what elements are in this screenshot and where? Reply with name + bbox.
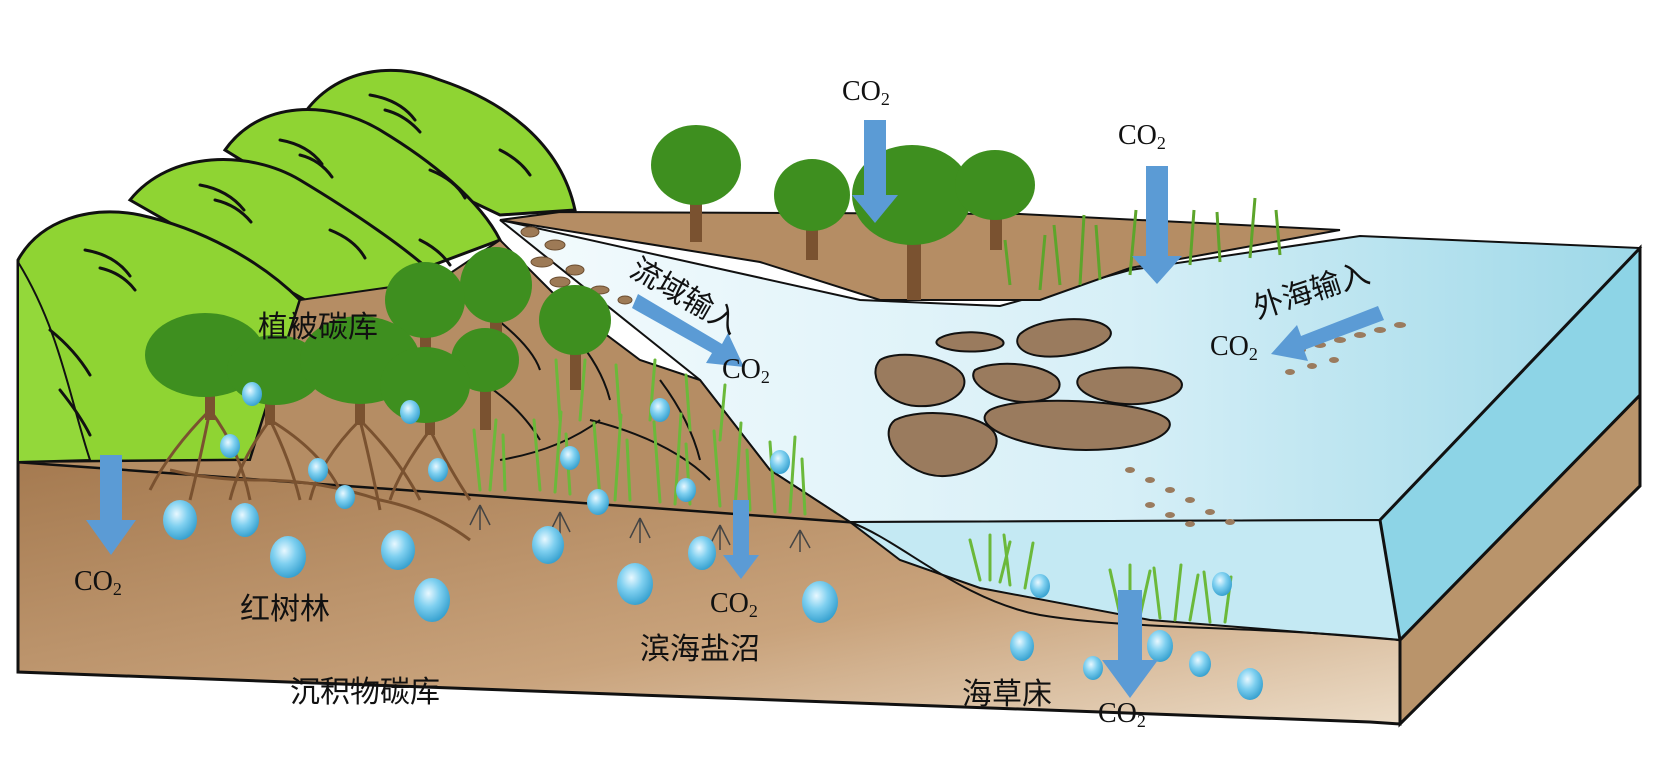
label-salt-marsh: 滨海盐沼 xyxy=(640,632,760,667)
arrow-diagonal-icon xyxy=(632,294,744,367)
ocean-right-face xyxy=(1378,244,1642,644)
arrow-down-icon xyxy=(1132,166,1182,284)
tree xyxy=(955,150,1035,250)
river-pebbles xyxy=(520,226,633,310)
tree xyxy=(651,125,741,242)
arrow-down-icon xyxy=(86,455,136,555)
co2-label-seagrass: CO2 xyxy=(1098,698,1146,731)
co2-label-top-left: CO2 xyxy=(842,76,890,109)
arrow-down-icon xyxy=(723,500,759,579)
salt-marsh-roots xyxy=(469,504,811,552)
co2-label-offshore: CO2 xyxy=(1210,331,1258,364)
mangroves xyxy=(145,313,472,542)
hill-texture-strokes xyxy=(48,93,532,437)
arrow-down-icon xyxy=(852,120,898,223)
sediment-block xyxy=(16,391,1642,728)
co2-arrows xyxy=(86,120,1384,698)
hill-back xyxy=(297,68,577,217)
ocean-body xyxy=(499,219,1643,644)
tree xyxy=(774,159,850,260)
arrow-down-icon xyxy=(1102,590,1158,698)
carbon-bubbles xyxy=(163,382,1263,700)
hill-left-face xyxy=(17,258,92,464)
label-mangrove: 红树林 xyxy=(240,592,330,627)
mangrove-crowns xyxy=(145,313,470,423)
salt-marsh-grass xyxy=(472,358,807,516)
tree xyxy=(539,285,611,390)
arrow-left-icon xyxy=(1271,306,1384,361)
label-seagrass: 海草床 xyxy=(962,677,1052,712)
co2-label-mangrove: CO2 xyxy=(74,566,122,599)
label-vegetation-pool: 植被碳库 xyxy=(258,310,378,345)
mudflats xyxy=(874,318,1183,478)
hill-mid-2 xyxy=(222,108,503,272)
co2-label-top-right: CO2 xyxy=(1118,120,1166,153)
hill-mid-1 xyxy=(127,158,443,322)
co2-label-salt-marsh: CO2 xyxy=(710,588,758,621)
label-sediment-pool: 沉积物碳库 xyxy=(290,675,440,710)
co2-label-basin: CO2 xyxy=(722,354,770,387)
seagrass-blades xyxy=(968,533,1233,624)
seabed-slope xyxy=(849,521,1401,641)
